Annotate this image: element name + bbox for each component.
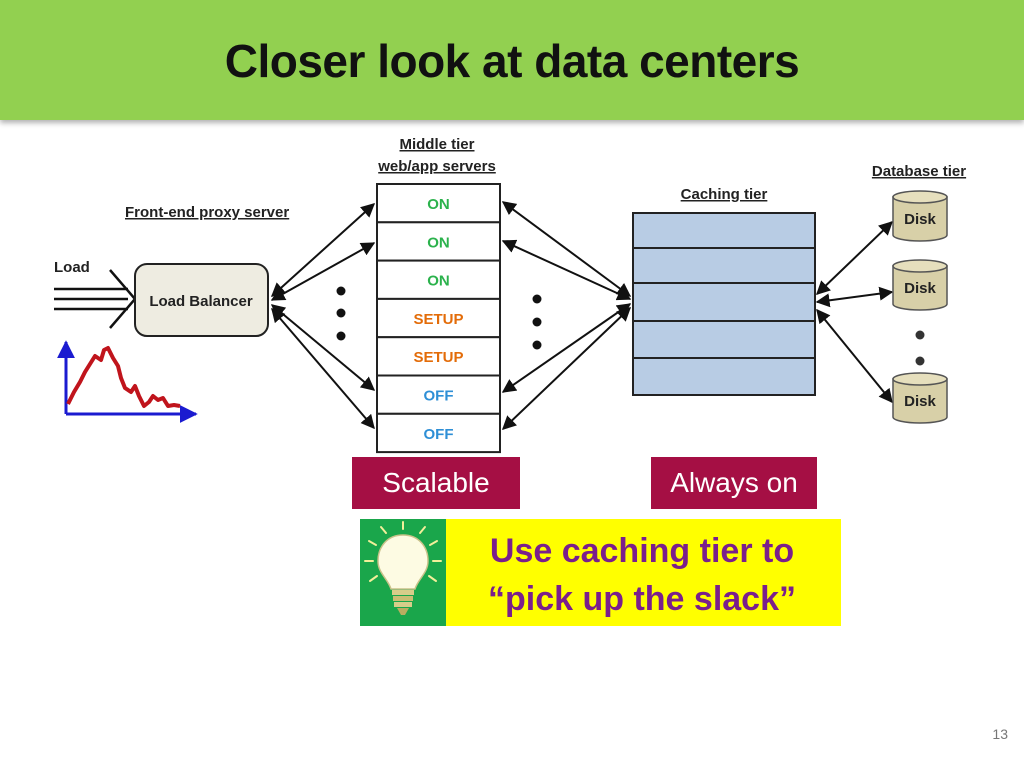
server-box xyxy=(376,259,501,300)
cache-row xyxy=(632,357,816,396)
disk-top xyxy=(892,372,948,386)
server-box xyxy=(376,336,501,377)
disk-label: Disk xyxy=(904,280,936,297)
lb-server-arrows xyxy=(270,203,376,430)
disk-top xyxy=(892,190,948,204)
load-graph xyxy=(57,340,198,423)
server-state-label: SETUP xyxy=(413,311,463,328)
cache-row xyxy=(632,282,816,322)
database-tier-label: Database tier xyxy=(872,163,966,180)
server-box xyxy=(376,412,501,454)
always-on-label: Always on xyxy=(651,457,817,509)
cache-row xyxy=(632,212,816,249)
middle-tier-label-line1: Middle tier xyxy=(399,136,474,153)
server-stack: ON ON ON SETUP SETUP OFF OFF xyxy=(376,183,501,454)
disk-label: Disk xyxy=(904,393,936,410)
server-box xyxy=(376,374,501,415)
server-state-label: OFF xyxy=(424,426,454,443)
tip-text: Use caching tier to “pick up the slack” xyxy=(452,527,832,623)
load-balancer-box xyxy=(134,263,269,337)
scalable-label: Scalable xyxy=(352,457,520,509)
ellipsis-dots-right xyxy=(915,330,925,366)
ellipsis-dots-left xyxy=(336,286,346,341)
disk-body xyxy=(892,265,948,311)
tip-line-2: “pick up the slack” xyxy=(488,580,796,618)
server-state-label: ON xyxy=(427,273,450,290)
server-state-label: OFF xyxy=(424,388,454,405)
server-cache-arrows xyxy=(501,201,632,430)
page-number: 13 xyxy=(992,726,1008,742)
server-state-label: ON xyxy=(427,196,450,213)
server-box xyxy=(376,297,501,339)
lightbulb-icon xyxy=(360,519,446,626)
title-bar: Closer look at data centers xyxy=(0,0,1024,120)
tip-box: Use caching tier to “pick up the slack” xyxy=(360,519,841,626)
caching-tier-label: Caching tier xyxy=(681,186,768,203)
ellipsis-dots-middle xyxy=(532,294,542,350)
server-state-label: SETUP xyxy=(413,349,463,366)
frontend-proxy-label: Front-end proxy server xyxy=(125,204,289,221)
server-box xyxy=(376,221,501,262)
load-label: Load xyxy=(54,259,90,276)
disk-body xyxy=(892,378,948,424)
server-state-label: ON xyxy=(427,234,450,251)
cache-disk-arrows xyxy=(815,221,894,404)
disk-label: Disk xyxy=(904,211,936,228)
load-input-arrows xyxy=(54,269,137,329)
disk-body xyxy=(892,196,948,242)
disk-top xyxy=(892,259,948,273)
tip-line-1: Use caching tier to xyxy=(489,532,795,570)
cache-row xyxy=(632,247,816,284)
cache-row xyxy=(632,320,816,359)
slide-title: Closer look at data centers xyxy=(224,35,800,87)
cache-stack xyxy=(632,212,816,396)
middle-tier-label-line2: web/app servers xyxy=(377,158,496,175)
load-balancer-label: Load Balancer xyxy=(149,293,253,310)
